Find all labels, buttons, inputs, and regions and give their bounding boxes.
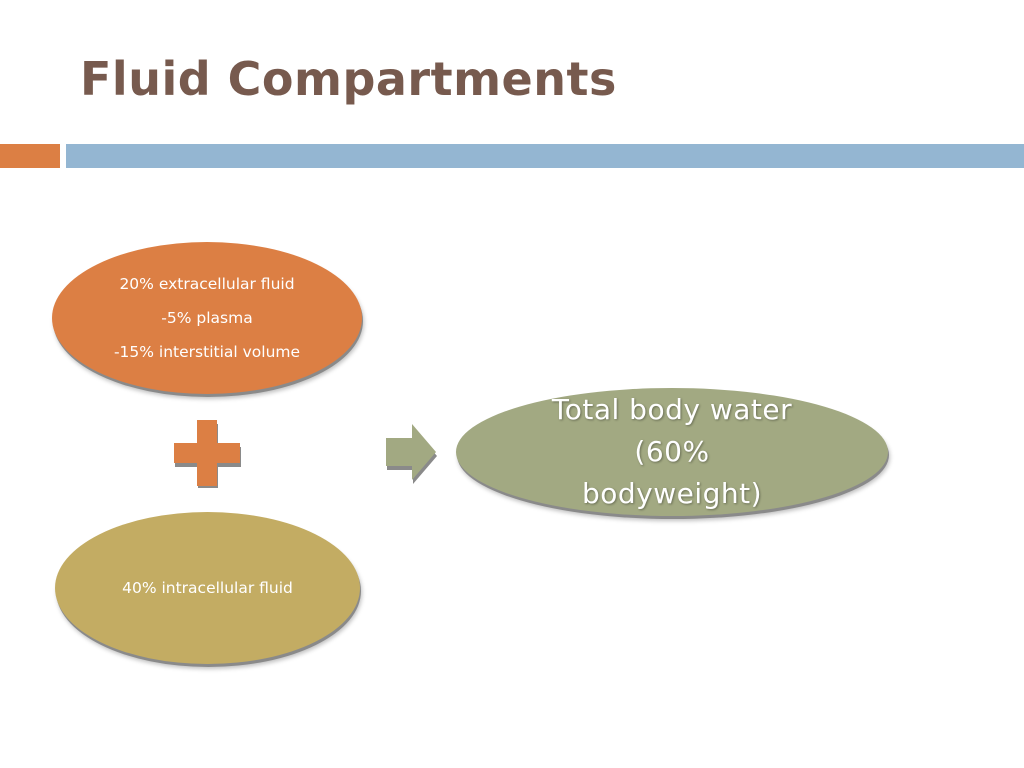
arrow-right-icon-svg	[386, 424, 437, 484]
plus-icon	[172, 420, 242, 490]
extracellular-line-1: 20% extracellular fluid	[119, 275, 295, 293]
intracellular-line-1: 40% intracellular fluid	[122, 579, 293, 597]
total-body-water-ellipse: Total body water (60% bodyweight)	[456, 388, 888, 516]
header-bar	[66, 144, 1024, 168]
total-body-water-line-3: bodyweight)	[581, 477, 763, 510]
extracellular-line-3: -15% interstitial volume	[113, 343, 301, 361]
total-body-water-line-1: Total body water	[551, 393, 793, 426]
extracellular-line-2: -5% plasma	[161, 309, 253, 327]
extracellular-fluid-ellipse: 20% extracellular fluid -5% plasma -15% …	[52, 242, 362, 394]
arrow-right-icon	[384, 424, 438, 484]
total-body-water-line-2: (60%	[634, 435, 710, 468]
slide-title: Fluid Compartments	[80, 52, 617, 106]
intracellular-fluid-ellipse: 40% intracellular fluid	[55, 512, 360, 664]
plus-icon-svg	[174, 420, 241, 490]
accent-bar	[0, 144, 60, 168]
